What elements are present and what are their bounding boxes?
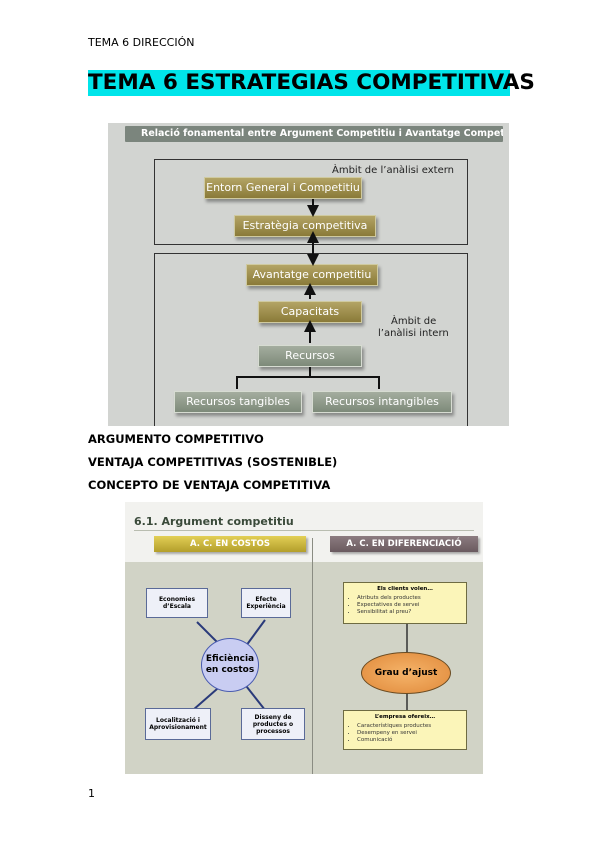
tab-diferenciacio: A. C. EN DIFERENCIACIÓ [330, 536, 478, 552]
figure2-header-band [125, 502, 483, 562]
paragraph-3: CONCEPTO DE VENTAJA COMPETITIVA [88, 478, 331, 492]
paragraph-2: VENTAJA COMPETITIVAS (SOSTENIBLE) [88, 455, 338, 469]
figure-competitive-argument: 6.1. Argument competitiu A. C. EN COSTOS… [125, 502, 483, 774]
center-eficiencia: Eficiència en costos [201, 638, 259, 692]
clients-item: Atributs dels productes [357, 595, 462, 602]
node-efecte: Efecte Experiència [241, 588, 291, 618]
box-recursos: Recursos [258, 345, 362, 367]
clients-item: Sensibilitat al preu? [357, 609, 462, 616]
clients-item: Expectatives de servei [357, 602, 462, 609]
empresa-item: Característiques productes [357, 723, 462, 730]
empresa-heading: L’empresa ofereix… [374, 714, 436, 720]
box-empresa: L’empresa ofereix… Característiques prod… [343, 710, 467, 750]
figure2-title: 6.1. Argument competitiu [134, 515, 294, 528]
box-recursos-tangibles: Recursos tangibles [174, 391, 302, 413]
external-zone-label: Àmbit de l’anàlisi extern [332, 165, 455, 176]
figure1-title: Relació fonamental entre Argument Compet… [125, 126, 503, 142]
empresa-item: Desempeny en servei [357, 730, 462, 737]
figure-competitive-advantage-diagram: Relació fonamental entre Argument Compet… [108, 123, 509, 426]
oval-grau-ajust: Grau d’ajust [361, 652, 451, 694]
paragraph-1: ARGUMENTO COMPETITIVO [88, 432, 264, 446]
figure2-title-rule [134, 530, 474, 531]
page-header: TEMA 6 DIRECCIÓN [88, 36, 195, 49]
box-recursos-intangibles: Recursos intangibles [312, 391, 452, 413]
node-disseny: Disseny de productes o processos [241, 708, 305, 740]
clients-heading: Els clients volen… [377, 586, 433, 592]
internal-zone-label-2: l’anàlisi intern [378, 328, 449, 339]
box-estrategia: Estratègia competitiva [234, 215, 376, 237]
box-clients: Els clients volen… Atributs dels product… [343, 582, 467, 624]
figure2-divider [312, 538, 313, 774]
box-entorn: Entorn General i Competitiu [204, 177, 362, 199]
internal-zone-label-1: Àmbit de [391, 316, 437, 327]
page-number: 1 [88, 787, 95, 800]
empresa-item: Comunicació [357, 737, 462, 744]
node-localitzacio: Localització i Aprovisionament [145, 708, 211, 740]
figure1-connectors [236, 199, 380, 389]
page-title: TEMA 6 ESTRATEGIAS COMPETITIVAS [88, 70, 535, 96]
node-economies: Economies d’Escala [146, 588, 208, 618]
tab-costos: A. C. EN COSTOS [154, 536, 306, 552]
internal-analysis-zone [154, 253, 468, 426]
external-analysis-zone [154, 159, 468, 245]
